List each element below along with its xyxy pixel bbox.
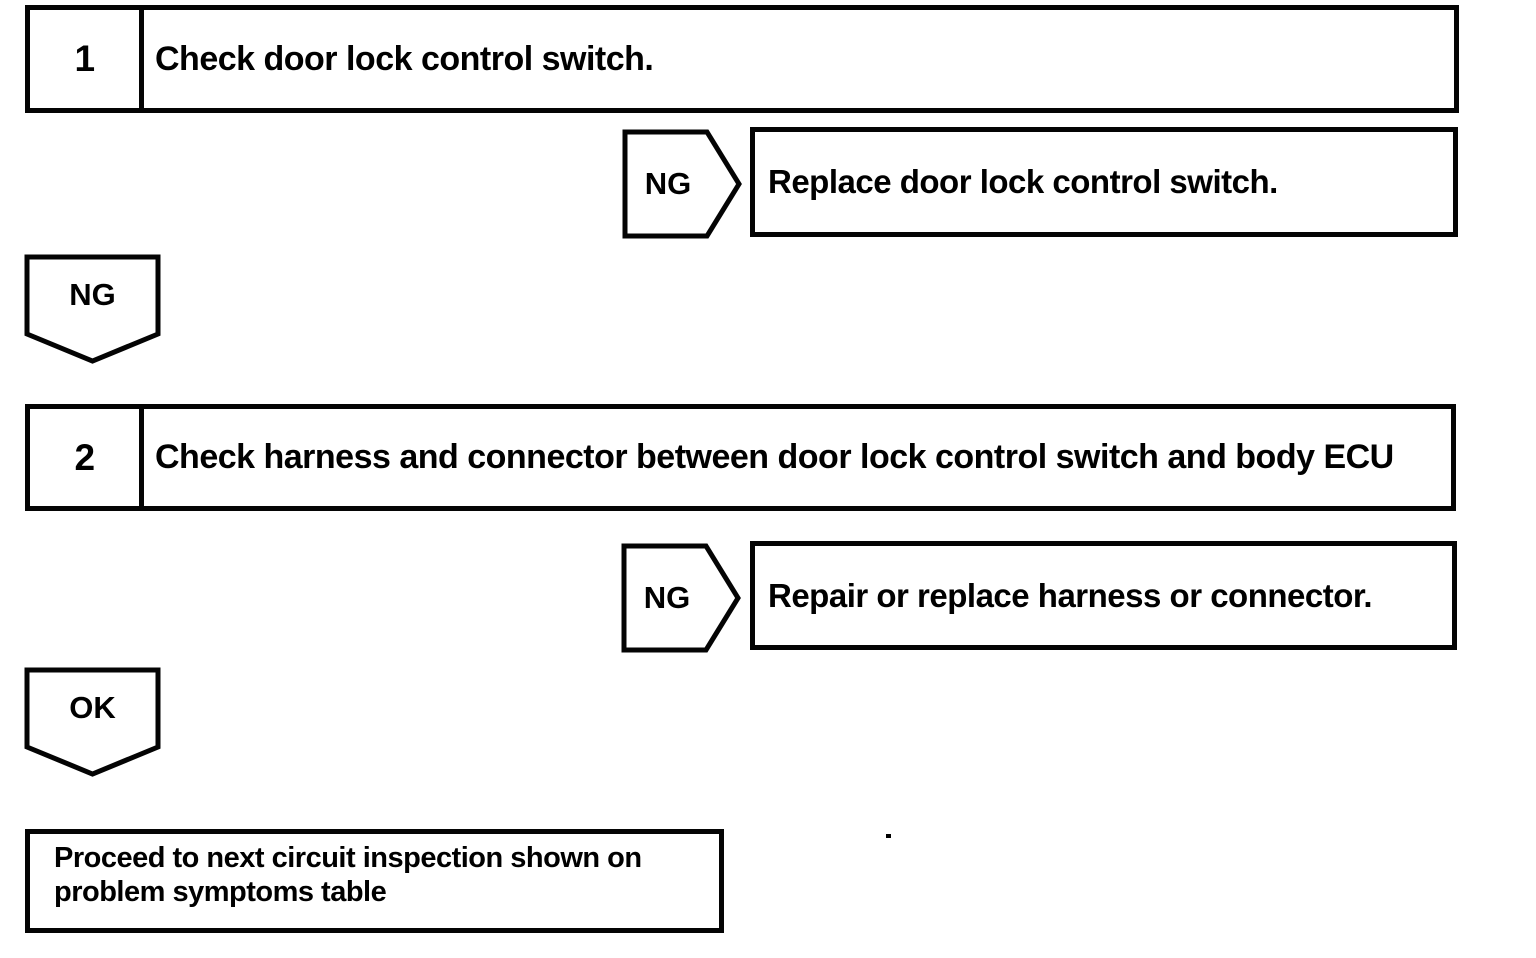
ng-branch-1-label: NG — [644, 166, 692, 201]
ok-pointer-down-icon — [24, 667, 161, 777]
ng-pointer-right-icon — [622, 129, 742, 239]
action-2-label: Repair or replace harness or connector. — [768, 576, 1373, 614]
ng-pointer-right-icon — [621, 543, 741, 653]
step-1-box: 1 Check door lock control switch. — [25, 5, 1459, 113]
step-2-box: 2 Check harness and connector between do… — [25, 404, 1456, 511]
ng-pointer-down-icon — [24, 254, 161, 364]
ng-branch-1-arrow: NG — [622, 129, 742, 239]
ng-down-label: NG — [69, 277, 116, 312]
ok-down-label: OK — [69, 690, 116, 725]
ng-down-arrow: NG — [24, 254, 161, 364]
scan-speck — [886, 834, 891, 838]
step-1-number: 1 — [30, 10, 144, 108]
action-2-box: Repair or replace harness or connector. — [750, 541, 1457, 650]
action-1-label: Replace door lock control switch. — [768, 163, 1278, 200]
action-1-box: Replace door lock control switch. — [750, 127, 1458, 237]
step-2-label: Check harness and connector between door… — [155, 438, 1394, 476]
ng-branch-2-arrow: NG — [621, 543, 741, 653]
ng-branch-2-label: NG — [643, 580, 691, 615]
step-1-label: Check door lock control switch. — [155, 39, 654, 78]
terminal-label-line-1: Proceed to next circuit inspection shown… — [54, 842, 642, 874]
terminal-label-line-2: problem symptoms table — [54, 876, 387, 908]
step-2-number: 2 — [30, 409, 144, 506]
ok-down-arrow: OK — [24, 667, 161, 777]
terminal-box: Proceed to next circuit inspection shown… — [25, 829, 724, 933]
